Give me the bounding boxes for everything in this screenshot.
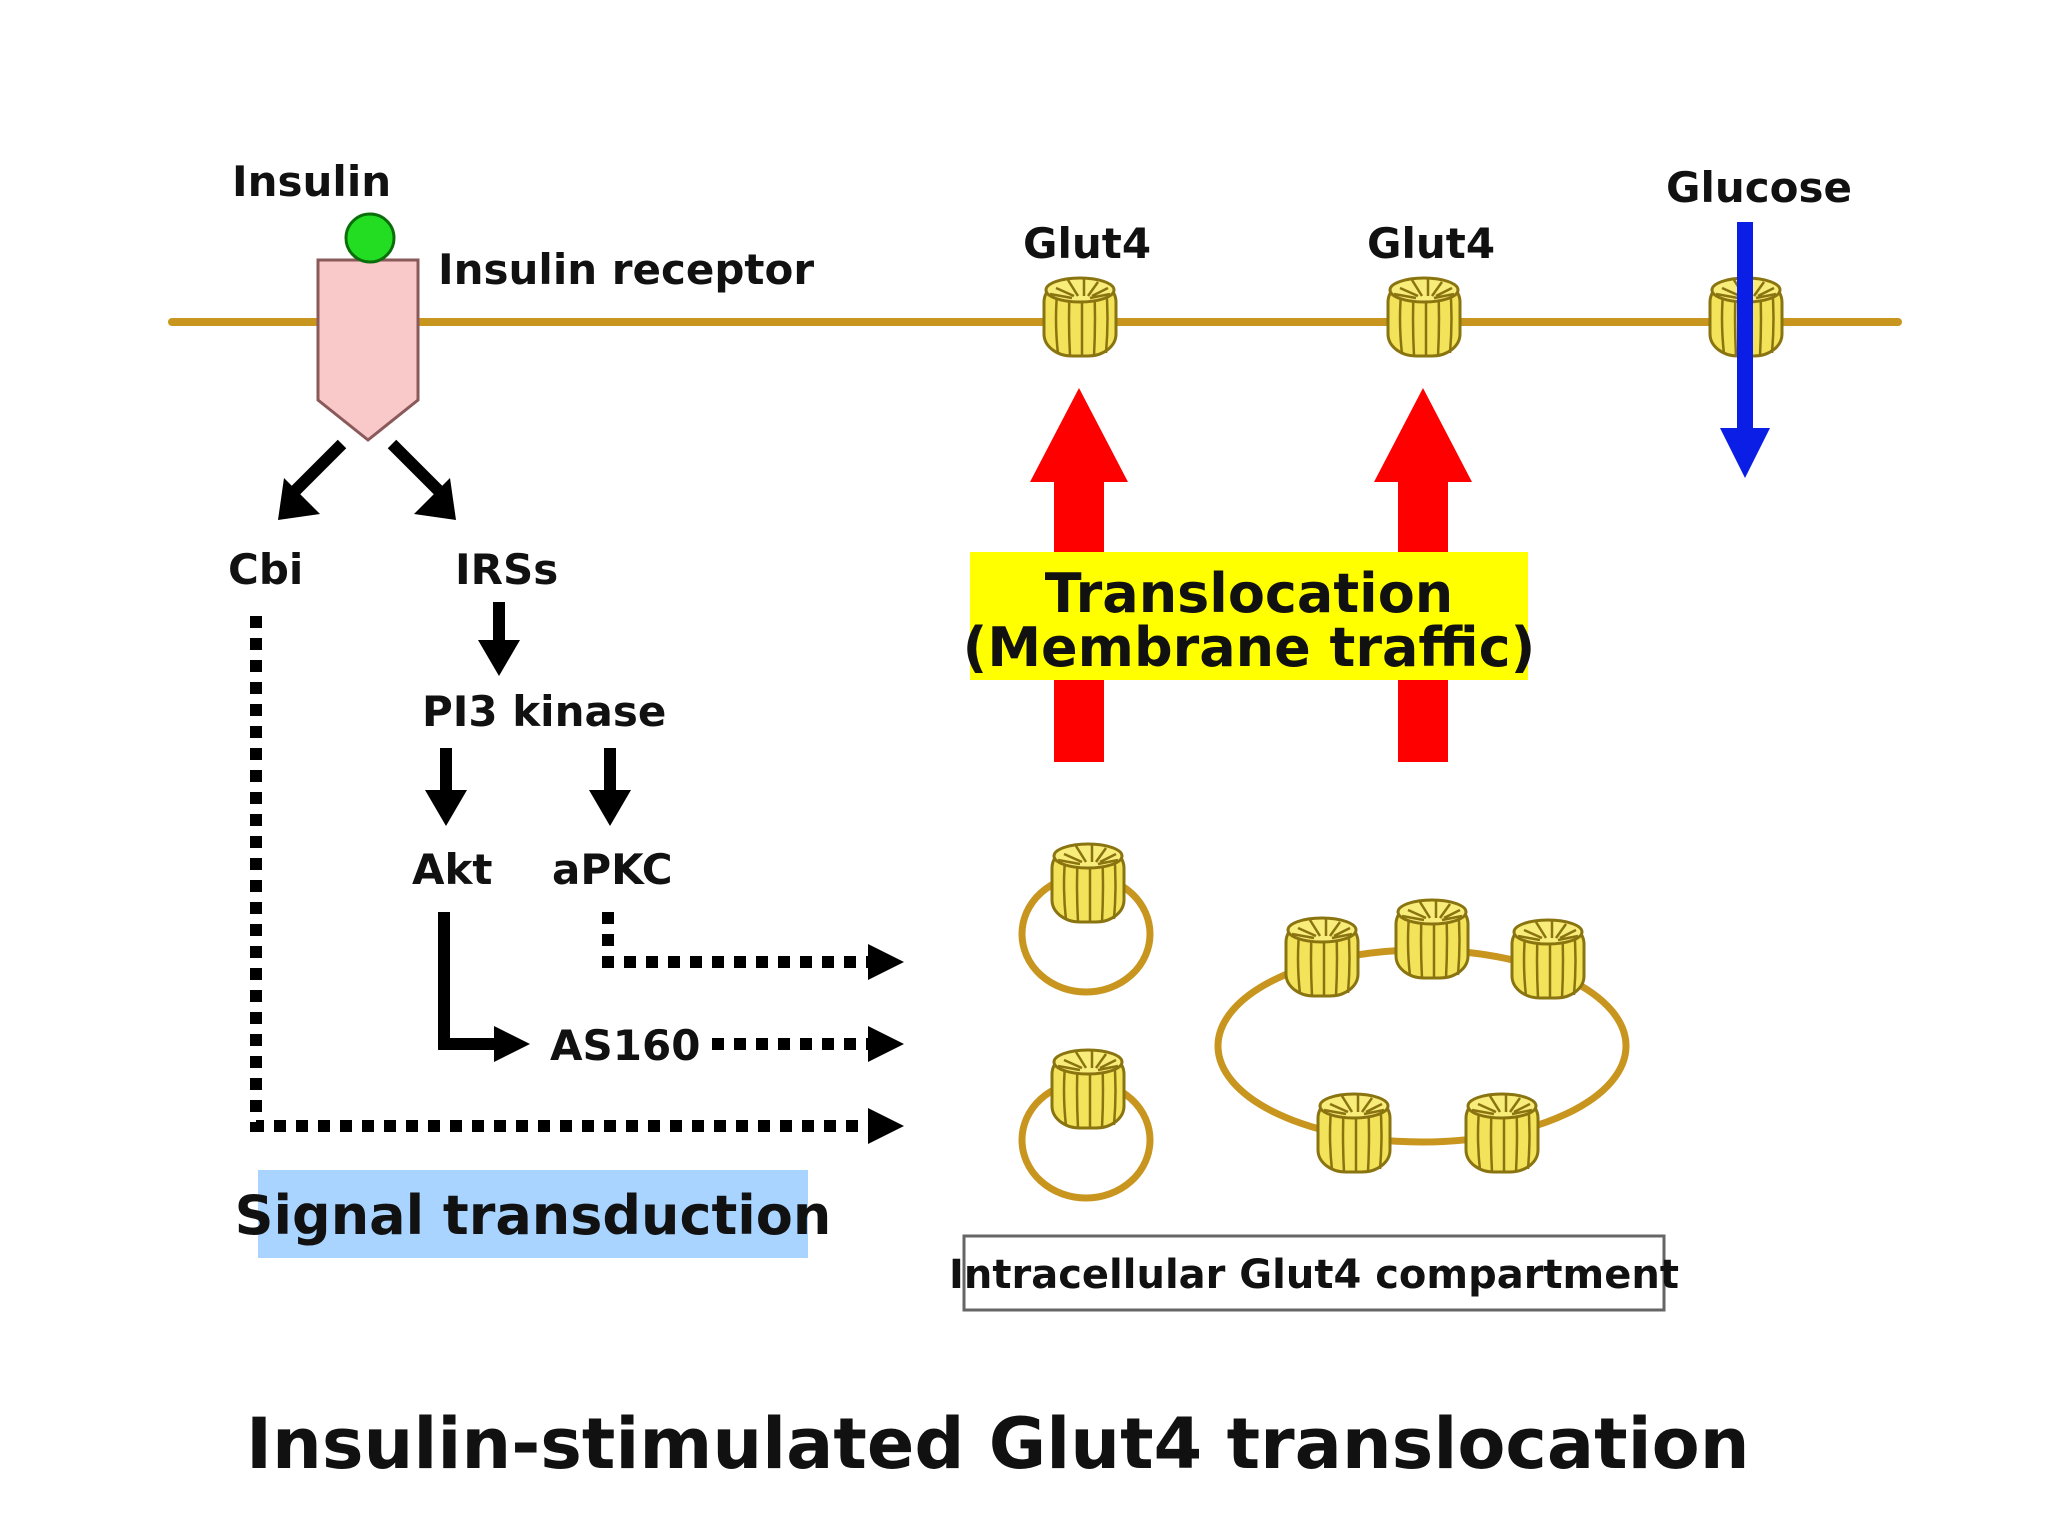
signal-transduction-label: Signal transduction [235,1184,832,1247]
dotted-arrow-as160-head [868,1026,904,1062]
arrow-irss-to-pi3-shaft [493,602,505,642]
insulin-receptor-label: Insulin receptor [438,245,814,294]
arrow-irss-to-pi3-head [478,640,520,676]
figure-caption: Insulin-stimulated Glut4 translocation [246,1403,1750,1485]
glut4-vesicle-2 [1050,1048,1126,1130]
glucose-arrow-head [1720,428,1770,478]
insulin-molecule [344,212,396,264]
translocation-label: Translocation [1045,562,1453,625]
glut4-membrane-2 [1386,276,1462,358]
akt-label: Akt [412,845,493,894]
translocation-box [970,552,1528,680]
dotted-arrow-apkc-head [868,944,904,980]
dotted-arrow-apkc [602,912,870,968]
dotted-arrow-cbi-head [868,1108,904,1144]
insulin-receptor-shape [316,258,420,442]
glut4-vesicle-1 [1050,842,1126,924]
glucose-arrow-shaft [1737,222,1753,430]
arrow-pi3-to-akt-shaft [440,748,452,792]
cbi-label: Cbi [228,545,303,594]
glut4-label-left: Glut4 [1023,219,1151,268]
arrow-receptor-to-irss [387,439,449,501]
dotted-arrow-cbi [250,616,870,1132]
arrow-receptor-to-cbi [285,439,347,501]
compartment-label: Intracellular Glut4 compartment [949,1252,1679,1298]
arrow-pi3-to-apkc-head [589,790,631,826]
glut4-label-right: Glut4 [1367,219,1495,268]
insulin-label: Insulin [232,157,391,206]
glut4-vesicle-5 [1510,918,1586,1000]
arrow-pi3-to-akt-head [425,790,467,826]
arrow-receptor-to-cbi-head [278,478,320,520]
arrow-pi3-to-apkc-shaft [604,748,616,792]
arrow-akt-to-as160-head [494,1026,530,1062]
glut4-vesicle-6 [1316,1092,1392,1174]
membrane-traffic-label: (Membrane traffic) [963,616,1536,679]
glut4-vesicle-3 [1284,916,1360,998]
pi3-kinase-label: PI3 kinase [422,687,666,736]
glut4-vesicle-7 [1464,1092,1540,1174]
as160-label: AS160 [550,1021,700,1070]
arrow-akt-to-as160 [438,912,498,1050]
irss-label: IRSs [455,545,558,594]
glucose-label: Glucose [1666,163,1852,212]
compartment-box [962,1234,1666,1312]
glut4-membrane-1 [1042,276,1118,358]
arrow-receptor-to-irss-head [414,478,456,520]
glut4-vesicle-4 [1394,898,1470,980]
signal-transduction-box [258,1170,808,1258]
apkc-label: aPKC [552,845,673,894]
